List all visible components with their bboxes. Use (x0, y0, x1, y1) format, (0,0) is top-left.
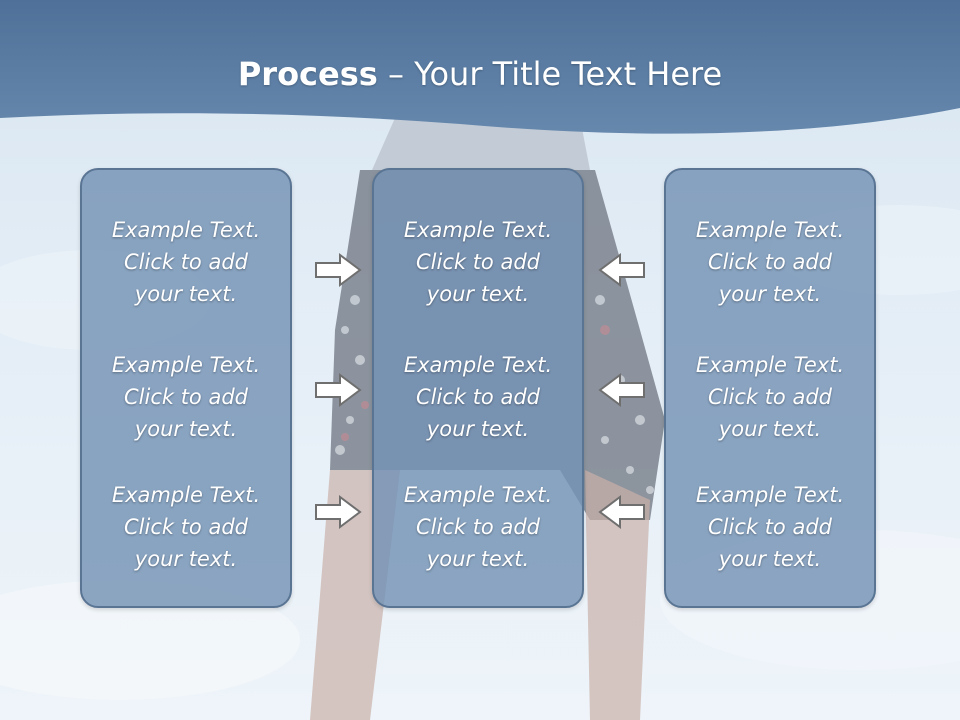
text-line: Example Text. (695, 218, 845, 242)
text-line: your text. (134, 547, 238, 571)
text-item[interactable]: Example Text. Click to add your text. (374, 349, 582, 445)
text-line: Click to add (415, 385, 540, 409)
text-item[interactable]: Example Text. Click to add your text. (666, 479, 874, 575)
text-item[interactable]: Example Text. Click to add your text. (82, 479, 290, 575)
text-line: Example Text. (111, 483, 261, 507)
text-line: your text. (718, 282, 822, 306)
text-line: Click to add (123, 250, 248, 274)
text-item[interactable]: Example Text. Click to add your text. (666, 214, 874, 310)
text-line: your text. (426, 282, 530, 306)
left-arrow-icon[interactable] (598, 495, 646, 529)
text-line: Click to add (415, 515, 540, 539)
text-line: Click to add (707, 385, 832, 409)
text-line: Example Text. (403, 353, 553, 377)
text-line: your text. (426, 547, 530, 571)
text-line: Click to add (707, 250, 832, 274)
text-line: Example Text. (403, 483, 553, 507)
text-item[interactable]: Example Text. Click to add your text. (374, 479, 582, 575)
text-line: Click to add (707, 515, 832, 539)
page-title: Process – Your Title Text Here (0, 52, 960, 96)
text-line: your text. (134, 282, 238, 306)
right-arrow-icon[interactable] (314, 373, 362, 407)
left-arrow-icon[interactable] (598, 373, 646, 407)
text-line: your text. (426, 417, 530, 441)
left-arrow-icon[interactable] (598, 253, 646, 287)
text-item[interactable]: Example Text. Click to add your text. (666, 349, 874, 445)
text-line: Click to add (415, 250, 540, 274)
process-box-center[interactable]: Example Text. Click to add your text. Ex… (372, 168, 584, 608)
text-line: Example Text. (403, 218, 553, 242)
text-line: Click to add (123, 385, 248, 409)
text-line: Example Text. (695, 483, 845, 507)
text-line: Example Text. (111, 218, 261, 242)
text-line: your text. (718, 417, 822, 441)
text-line: your text. (718, 547, 822, 571)
right-arrow-icon[interactable] (314, 253, 362, 287)
process-box-right[interactable]: Example Text. Click to add your text. Ex… (664, 168, 876, 608)
text-line: your text. (134, 417, 238, 441)
text-item[interactable]: Example Text. Click to add your text. (374, 214, 582, 310)
text-item[interactable]: Example Text. Click to add your text. (82, 214, 290, 310)
process-box-left[interactable]: Example Text. Click to add your text. Ex… (80, 168, 292, 608)
text-item[interactable]: Example Text. Click to add your text. (82, 349, 290, 445)
title-bold: Process (237, 55, 378, 93)
text-line: Click to add (123, 515, 248, 539)
text-line: Example Text. (111, 353, 261, 377)
title-banner (0, 0, 960, 134)
text-line: Example Text. (695, 353, 845, 377)
title-rest: – Your Title Text Here (377, 55, 723, 93)
right-arrow-icon[interactable] (314, 495, 362, 529)
